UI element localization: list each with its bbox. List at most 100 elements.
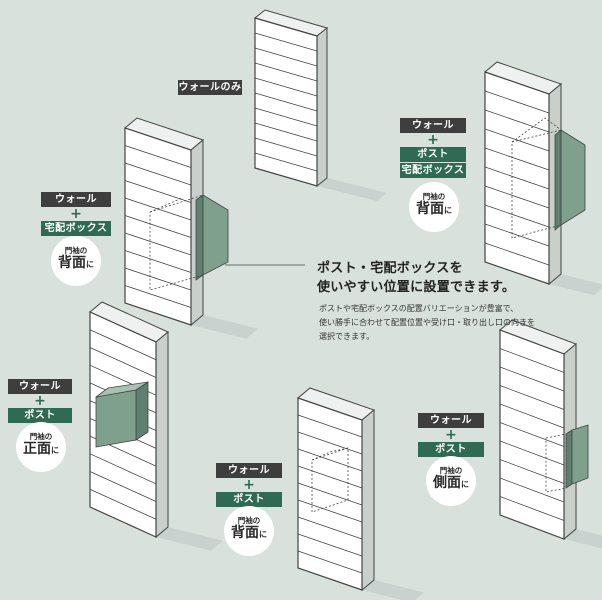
position-badge-back: 門袖の 背面に	[51, 236, 101, 286]
walls	[89, 9, 589, 592]
wall-slat-line	[89, 329, 157, 361]
wall-shadow	[191, 315, 258, 339]
wall-slat-line	[124, 197, 192, 221]
post-hidden-outline	[311, 447, 349, 513]
post-front	[95, 389, 137, 448]
wall-slat-line	[297, 550, 363, 574]
wall-slat-line	[254, 122, 318, 142]
position-badge-front: 門袖の 正面に	[16, 422, 66, 472]
wall-slat-line	[499, 422, 565, 447]
wall-slat-line	[499, 477, 565, 503]
badge-small-text: 門袖の	[439, 466, 463, 475]
wall-side	[361, 408, 375, 592]
wall-slat-line	[124, 145, 192, 168]
wall-pillar	[483, 61, 586, 286]
headline-line-2: 使いやすい位置に設置できます。	[317, 280, 516, 295]
wall-slat-line	[297, 516, 363, 540]
plus-sign: +	[445, 427, 457, 443]
wall-slat-line	[297, 482, 363, 506]
wall-slat-line	[254, 92, 318, 112]
wall-slat-line	[484, 109, 550, 133]
wall-slat-line	[484, 90, 550, 114]
position-badge-back: 門袖の 背面に	[224, 506, 274, 556]
delivery-box-hidden-outline	[149, 194, 204, 291]
badge-small-text: 門袖の	[422, 192, 446, 201]
badge-big-text: 背面	[58, 255, 86, 271]
post-side	[565, 429, 573, 489]
wall-slat-line	[297, 448, 363, 472]
wall-shadow	[564, 529, 602, 549]
wall-shadow	[317, 178, 387, 201]
wall-pillar	[89, 301, 169, 539]
label-wall: ウォール	[8, 379, 72, 394]
post-front	[571, 424, 589, 485]
delivery-box-hidden-outline	[511, 129, 562, 239]
wall-slat-line	[499, 440, 565, 466]
wall-slat-line	[484, 204, 550, 228]
wall-slat-line	[499, 496, 565, 521]
delivery-box-side	[554, 129, 562, 231]
wall-slat-line	[254, 152, 318, 172]
post-top	[95, 381, 149, 398]
wall-side	[155, 330, 169, 539]
wall-slat-line	[124, 285, 192, 308]
badge-big-text: 側面	[433, 475, 461, 491]
badge-suffix: に	[461, 480, 469, 489]
wall-shadow	[549, 274, 602, 296]
wall-slat-line	[297, 431, 363, 455]
wall-slat-line	[297, 533, 363, 557]
badge-suffix: に	[444, 206, 452, 215]
plus-sign: +	[70, 206, 82, 222]
wall-slat-line	[484, 128, 550, 152]
wall-slat-line	[124, 215, 192, 238]
wall-pillar	[253, 9, 329, 188]
headline-line-1: ポスト・宅配ボックスを	[317, 261, 463, 276]
position-badge-side: 門袖の 側面に	[426, 456, 476, 506]
label-delivery-box: 宅配ボックス	[41, 221, 111, 236]
label-wall: ウォール	[400, 118, 466, 133]
badge-suffix: に	[86, 260, 94, 269]
wall-slat-line	[89, 488, 157, 520]
label-wall: ウォール	[418, 413, 484, 428]
wall-pillar	[123, 117, 229, 327]
post-side	[135, 381, 149, 441]
badge-suffix: に	[259, 530, 267, 539]
wall-slat-line	[297, 465, 363, 489]
wall-slat-line	[124, 267, 192, 291]
wall-slat-line	[484, 185, 550, 209]
badge-small-text: 門袖の	[64, 246, 88, 255]
wall-shadows	[156, 178, 602, 600]
label-post: ポスト	[216, 492, 282, 507]
description-line-2: 使い勝手に合わせて配置位置や受け口・取り出し口の向きを	[319, 318, 535, 327]
badge-big-text: 背面	[231, 525, 259, 541]
wall-slat-line	[124, 232, 192, 256]
delivery-box-front	[202, 194, 229, 276]
wall-slat-line	[484, 166, 550, 190]
wall-slat-line	[254, 77, 318, 97]
description-line-3: 選択できます。	[319, 332, 375, 341]
wall-slat-line	[499, 403, 565, 429]
wall-slat-line	[484, 242, 550, 266]
label-post: ポスト	[400, 147, 466, 162]
wall-slat-line	[254, 107, 318, 127]
wall-side	[316, 26, 328, 188]
position-badge-back: 門袖の 背面に	[409, 182, 459, 232]
delivery-box-side	[195, 194, 204, 281]
wall-slat-line	[124, 250, 192, 273]
wall-slat-line	[254, 62, 318, 82]
description-line-1: ポストや宅配ボックスの配置バリエーションが豊富で、	[319, 304, 519, 313]
wall-slat-line	[499, 366, 565, 392]
badge-small-text: 門袖の	[237, 516, 261, 525]
wall-slat-line	[89, 471, 157, 502]
plus-sign: +	[427, 132, 439, 148]
post-hidden-outline	[511, 117, 562, 143]
wall-slat-line	[484, 147, 550, 171]
label-wall-only: ウォールのみ	[178, 80, 242, 95]
label-delivery-box: 宅配ボックス	[400, 163, 466, 178]
wall-pillar	[499, 319, 589, 541]
wall-slat-line	[89, 453, 157, 485]
plus-sign: +	[34, 393, 46, 409]
delivery-box-front	[560, 129, 586, 226]
label-post: ポスト	[418, 442, 484, 457]
wall-slat-line	[297, 499, 363, 523]
